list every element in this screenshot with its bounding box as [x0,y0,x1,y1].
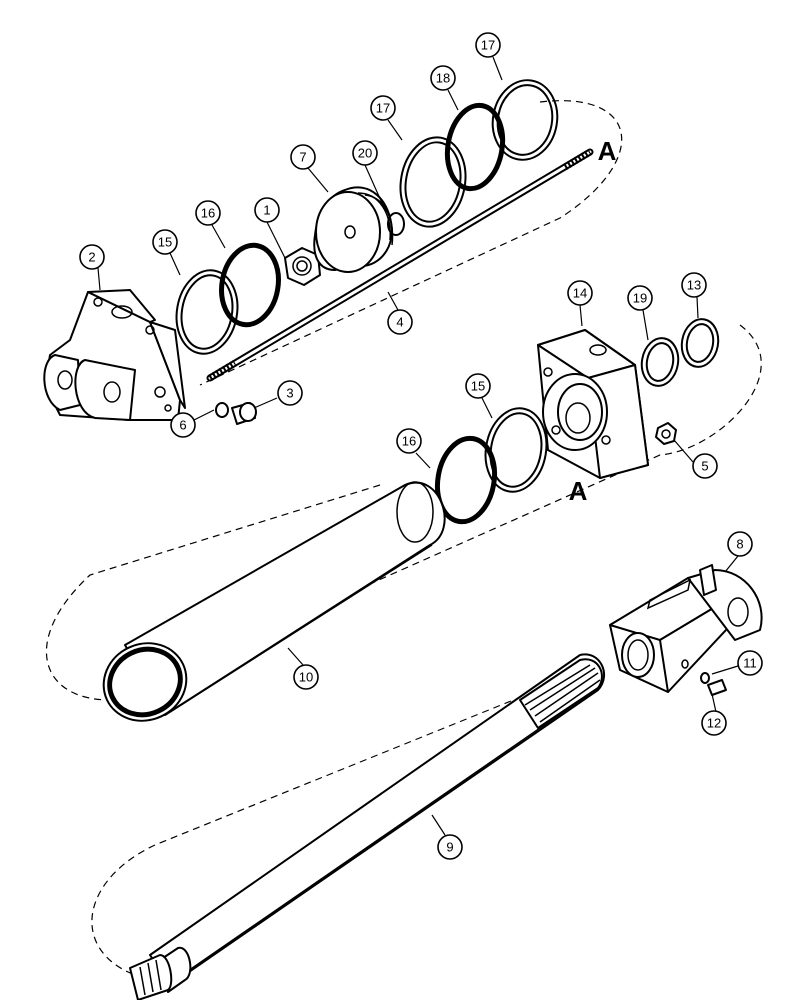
washer-6 [215,402,229,418]
svg-text:15: 15 [158,235,172,250]
rod-clevis [609,564,763,693]
svg-text:17: 17 [481,38,495,53]
rod-seal-19-inner [645,342,675,382]
set-screw-12 [707,679,727,696]
callout-15-lower: 15 [465,373,491,399]
pipe-plug [231,402,257,425]
svg-text:18: 18 [436,71,450,86]
callout-13: 13 [681,272,707,298]
svg-text:6: 6 [179,418,186,433]
svg-text:9: 9 [446,840,453,855]
svg-text:19: 19 [633,291,647,306]
wear-ring-17-right [491,79,559,161]
svg-text:17: 17 [376,101,390,116]
svg-text:7: 7 [299,150,306,165]
callout-19: 19 [627,285,653,311]
svg-text:20: 20 [358,146,372,161]
piston [313,186,394,273]
svg-text:4: 4 [396,315,403,330]
callout-14: 14 [567,280,593,306]
rod-seal-19 [640,337,680,387]
callout-3: 3 [277,380,303,406]
reference-mark-a-top: A [598,136,617,166]
callout-15-upper: 15 [152,229,178,255]
reference-mark-a-bottom: A [569,476,588,506]
callout-18: 18 [430,65,456,91]
svg-text:12: 12 [707,716,721,731]
leader-lines [97,56,739,836]
o-ring-16-lower [434,435,498,525]
svg-text:14: 14 [573,286,587,301]
piston-rod [129,653,605,1000]
svg-text:8: 8 [736,537,743,552]
callout-5: 5 [692,453,718,479]
set-screw-ball-11 [700,672,710,684]
callout-17-left: 17 [370,95,396,121]
svg-text:10: 10 [299,670,313,685]
callout-9: 9 [437,834,463,860]
callout-8: 8 [727,531,753,557]
assembly-dashed-lines [45,100,762,976]
svg-text:3: 3 [286,386,293,401]
rod-end-gland [537,329,649,479]
seal-ring-15-upper [175,269,239,355]
cylinder-barrel [102,481,446,722]
callout-2: 2 [79,244,105,270]
svg-text:11: 11 [743,656,757,671]
piston-seal-20 [387,212,405,236]
piston-seal-18 [444,102,506,192]
svg-text:15: 15 [471,379,485,394]
callout-17-right: 17 [475,32,501,58]
svg-text:1: 1 [263,203,270,218]
wiper-13-inner [685,323,715,363]
callout-4: 4 [387,309,413,335]
tie-rod [206,148,594,382]
tie-rod-nut [655,422,677,445]
svg-text:16: 16 [402,434,416,449]
callout-11: 11 [737,650,763,676]
wiper-13 [680,318,720,368]
callout-6: 6 [170,412,196,438]
rear-clevis-base [43,289,186,421]
svg-text:16: 16 [201,206,215,221]
seal-ring-15-lower [484,407,548,493]
svg-text:13: 13 [687,278,701,293]
callout-16-upper: 16 [195,200,221,226]
callout-12: 12 [701,710,727,736]
seal-ring-15-lower-inner [489,412,543,488]
piston-nut [284,247,321,286]
callouts: 1 2 3 4 5 6 7 8 9 10 11 12 13 14 15 15 1… [79,32,763,860]
o-ring-16-upper [219,242,281,328]
svg-text:2: 2 [88,250,95,265]
svg-text:5: 5 [701,459,708,474]
callout-16-lower: 16 [396,428,422,454]
callout-1: 1 [254,197,280,223]
callout-7: 7 [290,144,316,170]
wear-ring-17-right-inner [496,84,554,156]
callout-20: 20 [352,140,378,166]
callout-10: 10 [293,664,319,690]
